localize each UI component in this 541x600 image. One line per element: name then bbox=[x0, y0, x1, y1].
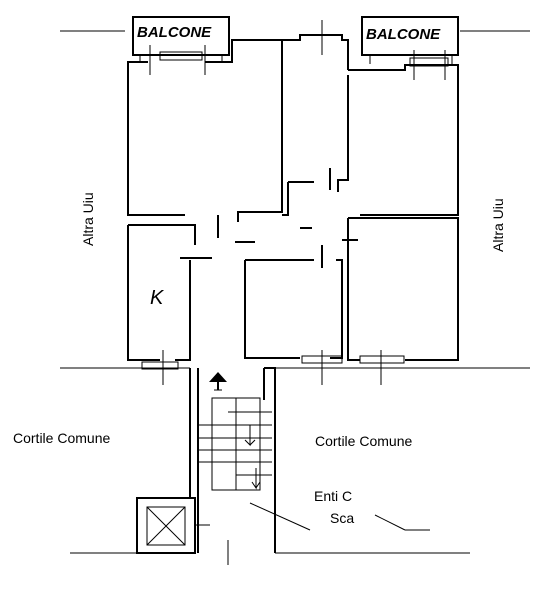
balcony-right-label: BALCONE bbox=[366, 26, 441, 43]
kitchen-label: K bbox=[150, 287, 165, 309]
balcony-left bbox=[132, 16, 230, 62]
adjacent-unit-left-label: Altra Uiu bbox=[80, 192, 96, 246]
courtyard-right-label: Cortile Comune bbox=[315, 433, 412, 449]
common-area-label-line2: Sca bbox=[330, 510, 354, 526]
up-arrow-icon bbox=[209, 372, 227, 391]
courtyard-left-label: Cortile Comune bbox=[13, 430, 110, 446]
window-marks bbox=[141, 20, 446, 385]
adjacent-unit-right-label: Altra Uiu bbox=[490, 198, 506, 252]
elevator-cross-icon bbox=[136, 497, 210, 554]
stairwell bbox=[189, 367, 430, 565]
common-area-label-line1: Enti C bbox=[314, 488, 352, 504]
balcony-left-label: BALCONE bbox=[137, 24, 212, 41]
balcony-right bbox=[361, 16, 459, 67]
boundary-lines bbox=[60, 30, 530, 554]
apartment-walls bbox=[127, 34, 459, 361]
